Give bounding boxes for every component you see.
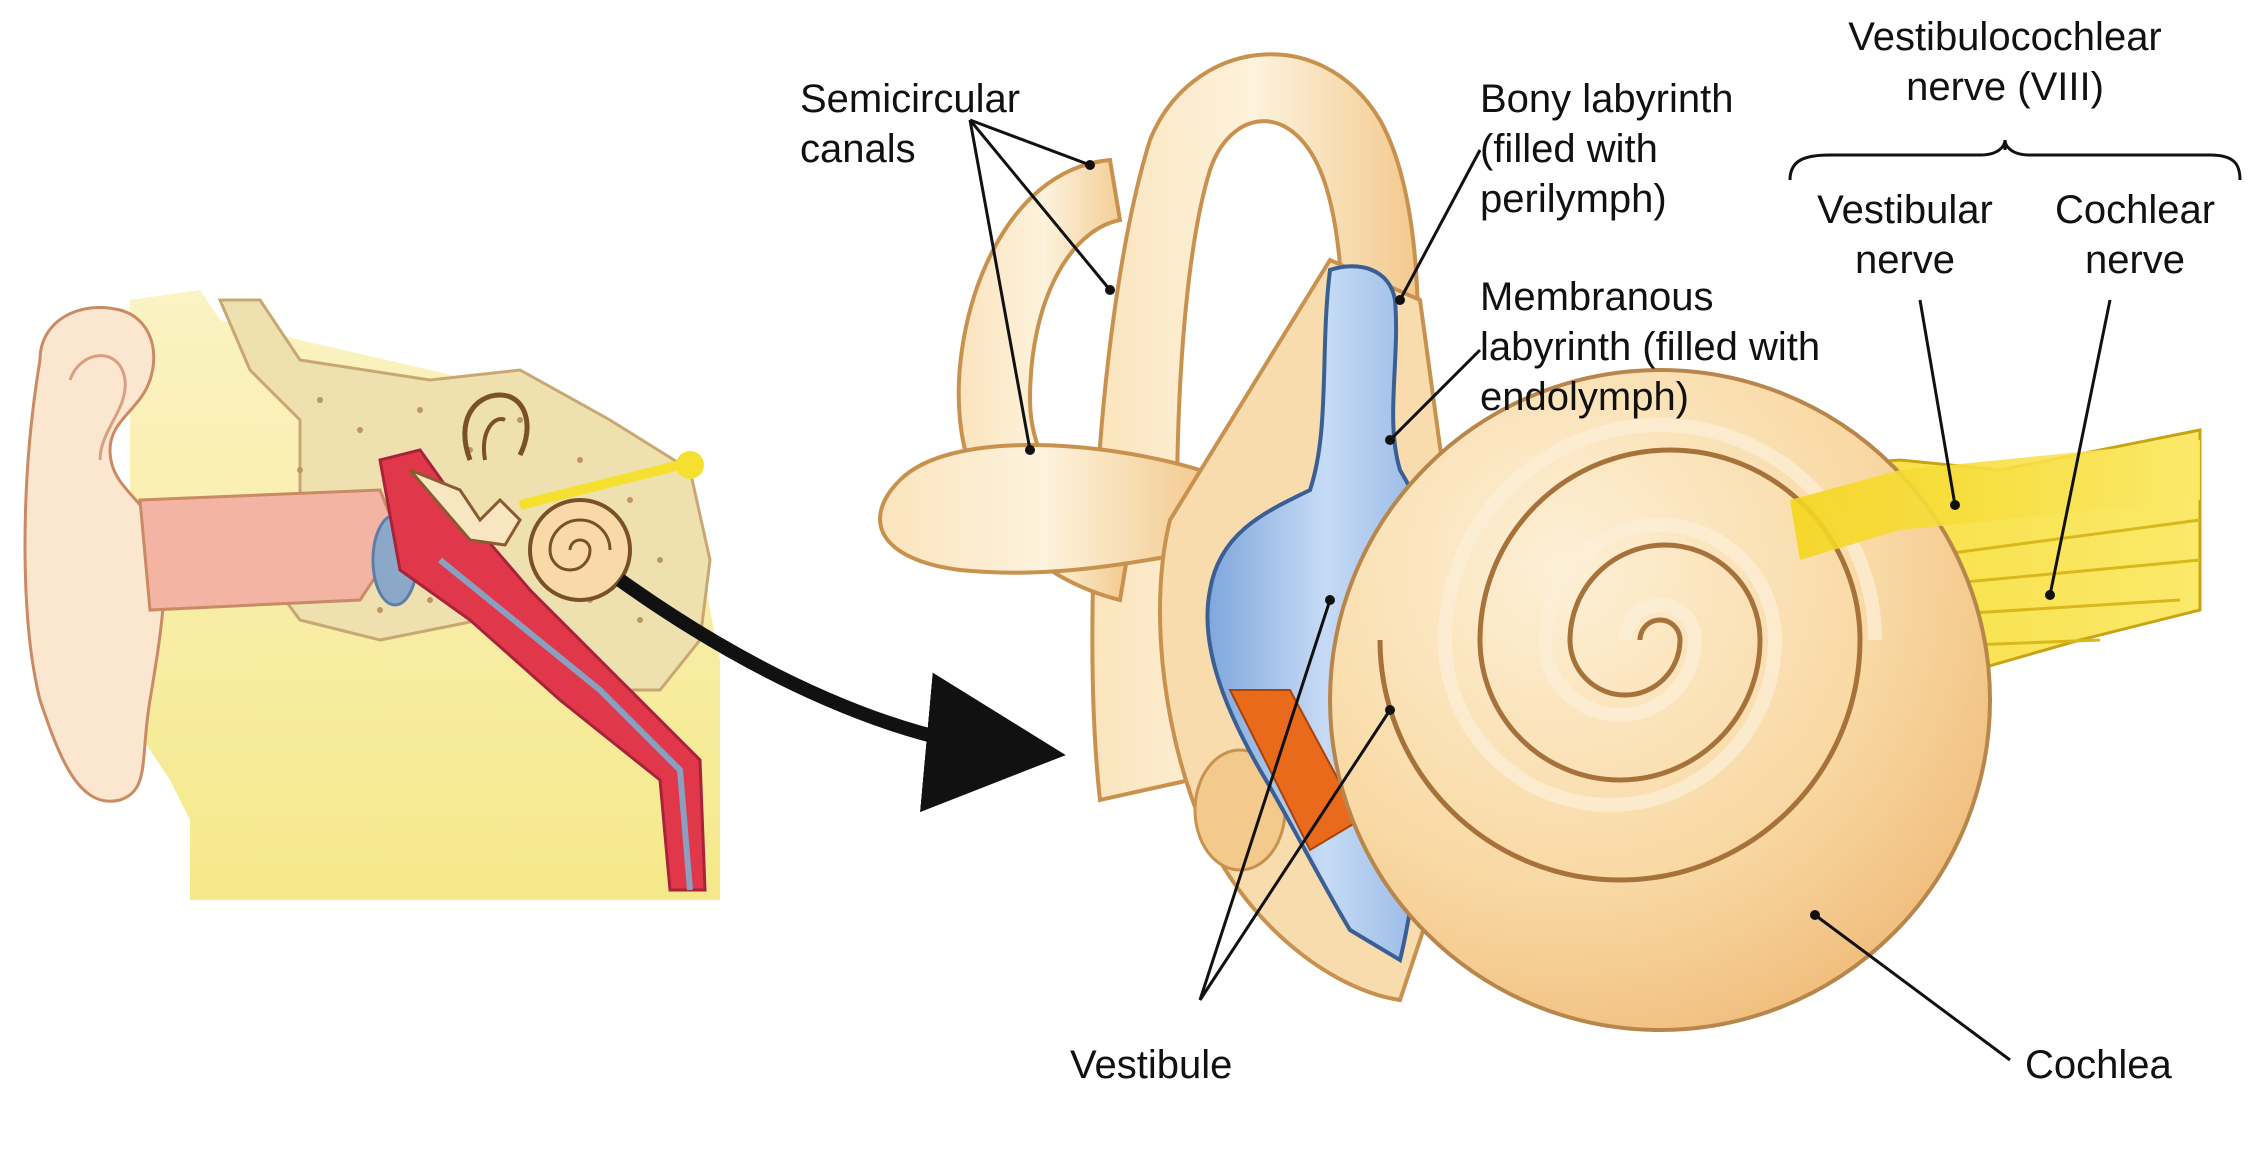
label-membranous-labyrinth: Membranous labyrinth (filled with endoly… xyxy=(1480,272,1820,422)
label-semicircular-canals: Semicircular canals xyxy=(800,74,1020,174)
label-cochlear-nerve: Cochlear nerve xyxy=(2040,185,2230,285)
label-vestibulocochlear-nerve: Vestibulocochlear nerve (VIII) xyxy=(1845,12,2165,112)
label-bony-labyrinth: Bony labyrinth (filled with perilymph) xyxy=(1480,74,1733,224)
label-cochlea: Cochlea xyxy=(2025,1040,2172,1090)
label-vestibular-nerve: Vestibular nerve xyxy=(1805,185,2005,285)
label-vestibule: Vestibule xyxy=(1070,1040,1232,1090)
